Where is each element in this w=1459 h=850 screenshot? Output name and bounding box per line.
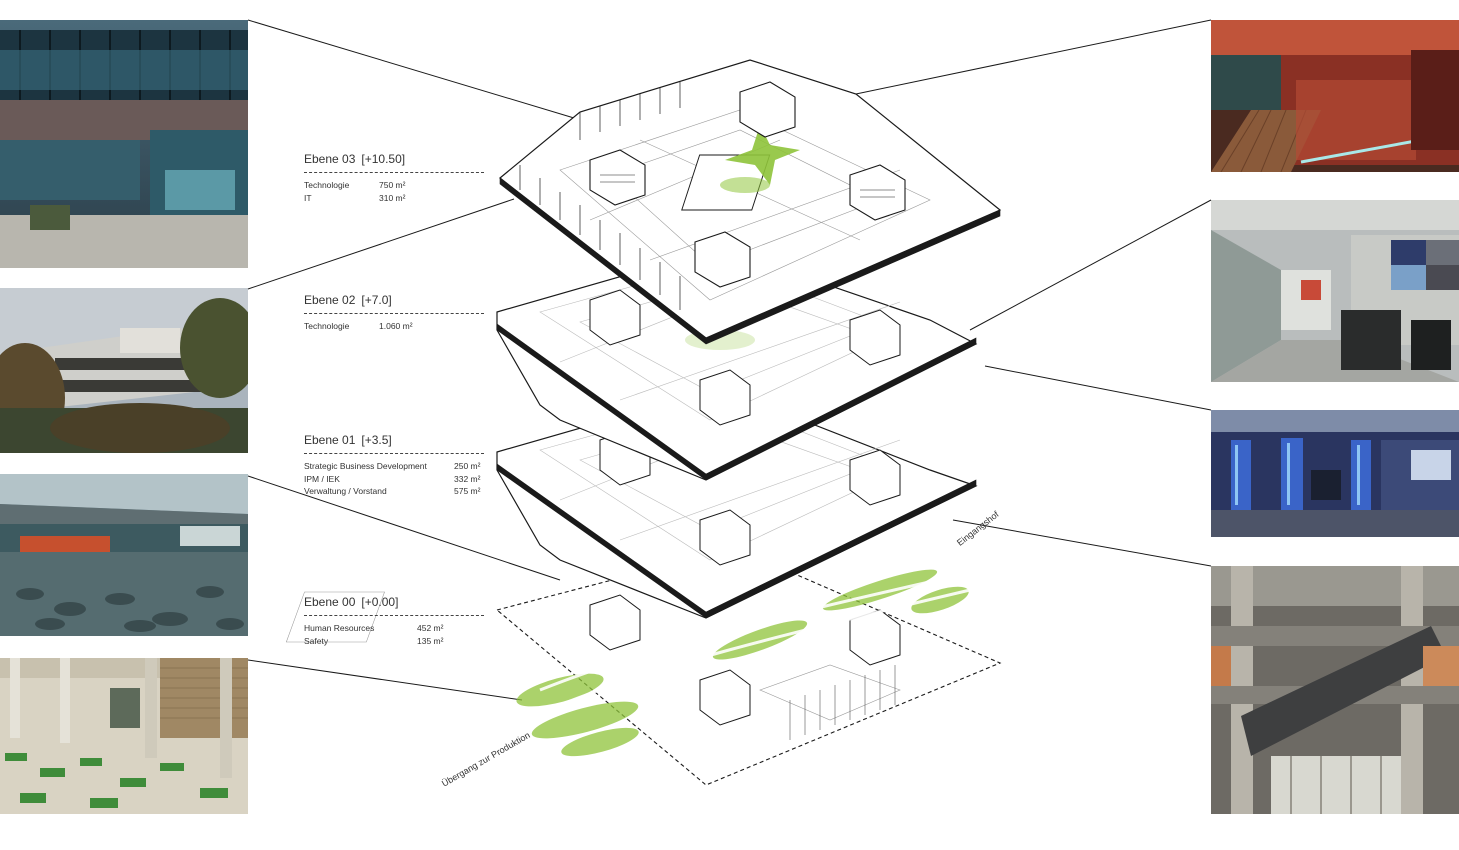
area-row: Strategic Business Development 250 m²	[304, 460, 484, 473]
department-name: IT	[304, 192, 312, 203]
department-area: 135 m²	[417, 635, 444, 646]
department-name: Safety	[304, 635, 329, 646]
area-table: Technologie 750 m² IT 310 m²	[304, 179, 484, 204]
area-table: Strategic Business Development 250 m² IPM…	[304, 460, 484, 498]
level-elevation: [+10.50]	[361, 152, 406, 166]
dashed-rule	[304, 313, 484, 314]
dashed-rule	[304, 172, 484, 173]
green-atrium-highlight	[720, 125, 800, 193]
photo-atrium-stair	[1211, 566, 1459, 814]
green-landscape-band	[516, 569, 969, 757]
level-elevation: [+3.5]	[361, 433, 392, 447]
department-area: 332 m²	[454, 473, 481, 484]
level-label-01: Ebene 01 [+3.5] Strategic Business Develo…	[304, 433, 484, 498]
level-name: Ebene 00	[304, 595, 356, 609]
area-table: Human Resources 452 m² Safety 135 m²	[304, 622, 484, 647]
department-name: Technologie	[304, 321, 350, 331]
level-title: Ebene 00 [+0.00]	[304, 595, 484, 609]
dashed-rule	[304, 453, 484, 454]
photo-water-reflection	[0, 474, 248, 636]
department-name: Strategic Business Development	[304, 461, 427, 471]
level-title: Ebene 03 [+10.50]	[304, 152, 484, 166]
area-row: Safety 135 m²	[304, 635, 484, 648]
level-elevation: [+0.00]	[361, 595, 399, 609]
connector-lines	[247, 19, 1212, 701]
area-row: Technologie 1.060 m²	[304, 320, 484, 333]
department-area: 310 m²	[379, 192, 406, 203]
department-name: IPM / IEK	[304, 473, 340, 484]
dashed-rule	[304, 615, 484, 616]
level-title: Ebene 01 [+3.5]	[304, 433, 484, 447]
level-name: Ebene 03	[304, 152, 356, 166]
department-area: 750 m²	[379, 180, 406, 190]
department-name: Verwaltung / Vorstand	[304, 486, 387, 496]
department-area: 250 m²	[454, 461, 481, 471]
area-row: IPM / IEK 332 m²	[304, 473, 484, 486]
photo-building-exterior	[0, 288, 248, 453]
level-name: Ebene 02	[304, 293, 356, 307]
level-label-00: Ebene 00 [+0.00] Human Resources 452 m² Sa…	[304, 595, 484, 647]
area-table: Technologie 1.060 m²	[304, 320, 484, 333]
department-area: 575 m²	[454, 486, 481, 496]
photo-red-corridor	[1211, 20, 1459, 172]
level-elevation: [+7.0]	[361, 293, 392, 307]
department-area: 1.060 m²	[379, 321, 413, 331]
department-name: Human Resources	[304, 623, 375, 633]
level-name: Ebene 01	[304, 433, 356, 447]
area-row: IT 310 m²	[304, 192, 484, 205]
photo-office-interior	[1211, 200, 1459, 382]
photo-blue-workstations	[1211, 410, 1459, 537]
photo-courtyard-pavement	[0, 658, 248, 814]
floor-level-02	[496, 247, 978, 481]
level-label-02: Ebene 02 [+7.0] Technologie 1.060 m²	[304, 293, 484, 333]
department-area: 452 m²	[417, 623, 444, 633]
level-label-03: Ebene 03 [+10.50] Technologie 750 m² IT 310…	[304, 152, 484, 204]
area-row: Verwaltung / Vorstand 575 m²	[304, 485, 484, 498]
floor-level-03	[499, 59, 1002, 345]
floor-level-00	[285, 547, 1002, 786]
photo-glass-bridge-facade	[0, 20, 248, 268]
level-title: Ebene 02 [+7.0]	[304, 293, 484, 307]
area-row: Technologie 750 m²	[304, 179, 484, 192]
department-name: Technologie	[304, 180, 350, 190]
area-row: Human Resources 452 m²	[304, 622, 484, 635]
